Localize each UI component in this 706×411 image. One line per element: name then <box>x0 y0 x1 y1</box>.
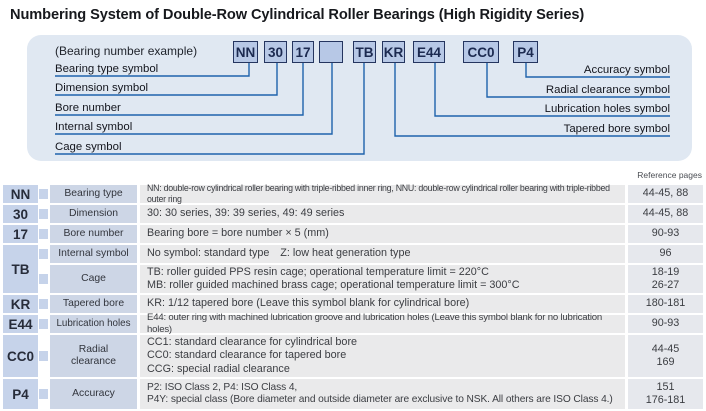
row-tab <box>39 249 48 259</box>
reference-cell-dimension: 44-45, 88 <box>628 205 703 223</box>
label-tapered-bore-symbol: Tapered bore symbol <box>563 123 670 135</box>
symbol-box-tapered-bore: KR <box>382 41 405 63</box>
description-cell-bearing-type: NN: double-row cylindrical roller bearin… <box>140 183 625 204</box>
symbol-box-bearing-type: NN <box>233 41 258 63</box>
label-dimension-symbol: Dimension symbol <box>55 82 149 94</box>
reference-cell-tapered-bore: 180-181 <box>628 295 703 313</box>
page-title: Numbering System of Double-Row Cylindric… <box>10 7 585 23</box>
row-tab <box>39 274 48 284</box>
category-cell-accuracy: Accuracy <box>50 379 137 409</box>
description-cell-radial-clearance: CC1: standard clearance for cylindrical … <box>140 335 625 377</box>
label-cage-symbol: Cage symbol <box>55 141 122 153</box>
bearing-number-example-caption: (Bearing number example) <box>55 44 198 58</box>
reference-cell-accuracy: 151 176-181 <box>628 379 703 409</box>
reference-cell-cage: 18-19 26-27 <box>628 265 703 293</box>
symbol-cell-e44: E44 <box>3 315 38 333</box>
symbol-cell-tb-merged: TB <box>3 245 38 293</box>
symbol-box-dimension: 30 <box>264 41 287 63</box>
description-cell-tapered-bore: KR: 1/12 tapered bore (Leave this symbol… <box>140 295 625 313</box>
symbol-box-accuracy: P4 <box>513 41 538 63</box>
reference-cell-bore-number: 90-93 <box>628 225 703 243</box>
description-cell-cage: TB: roller guided PPS resin cage; operat… <box>140 265 625 293</box>
reference-cell-lubrication-holes: 90-93 <box>628 315 703 333</box>
symbol-cell-cc0: CC0 <box>3 335 38 377</box>
symbol-cell-17: 17 <box>3 225 38 243</box>
reference-pages-header: Reference pages <box>637 170 702 180</box>
category-cell-radial-clearance: Radial clearance <box>50 335 137 377</box>
symbol-box-internal-blank <box>319 41 343 63</box>
symbol-cell-p4: P4 <box>3 379 38 409</box>
label-internal-symbol: Internal symbol <box>55 121 133 133</box>
symbol-box-radial-clearance: CC0 <box>463 41 499 63</box>
row-tab <box>39 209 48 219</box>
category-cell-dimension: Dimension <box>50 205 137 223</box>
category-cell-internal-symbol: Internal symbol <box>50 245 137 263</box>
symbol-box-bore-number: 17 <box>292 41 314 63</box>
description-cell-internal-symbol: No symbol: standard type Z: low heat gen… <box>140 245 625 263</box>
symbol-cell-kr: KR <box>3 295 38 313</box>
label-bearing-type-symbol: Bearing type symbol <box>55 63 159 75</box>
row-tab <box>39 351 48 361</box>
label-lubrication-holes-symbol: Lubrication holes symbol <box>544 103 670 115</box>
category-cell-cage: Cage <box>50 265 137 293</box>
symbol-cell-nn: NN <box>3 185 38 203</box>
row-tab <box>39 389 48 399</box>
category-cell-lubrication-holes: Lubrication holes <box>50 315 137 333</box>
reference-cell-bearing-type: 44-45, 88 <box>628 185 703 203</box>
reference-cell-radial-clearance: 44-45 169 <box>628 335 703 377</box>
description-cell-lubrication-holes: E44: outer ring with machined lubricatio… <box>140 312 625 335</box>
row-tab <box>39 189 48 199</box>
category-cell-bore-number: Bore number <box>50 225 137 243</box>
label-radial-clearance-symbol: Radial clearance symbol <box>545 84 670 96</box>
category-cell-bearing-type: Bearing type <box>50 185 137 203</box>
row-tab <box>39 229 48 239</box>
label-accuracy-symbol: Accuracy symbol <box>583 64 670 76</box>
row-tab <box>39 299 48 309</box>
row-tab <box>39 319 48 329</box>
label-bore-number: Bore number <box>55 102 121 114</box>
reference-cell-internal-symbol: 96 <box>628 245 703 263</box>
symbol-box-cage: TB <box>353 41 376 63</box>
category-cell-tapered-bore: Tapered bore <box>50 295 137 313</box>
description-cell-dimension: 30: 30 series, 39: 39 series, 49: 49 ser… <box>140 205 625 223</box>
description-cell-accuracy: P2: ISO Class 2, P4: ISO Class 4, P4Y: s… <box>140 379 625 409</box>
description-cell-bore-number: Bearing bore = bore number × 5 (mm) <box>140 225 625 243</box>
symbol-box-lubrication-holes: E44 <box>413 41 445 63</box>
symbol-cell-30: 30 <box>3 205 38 223</box>
